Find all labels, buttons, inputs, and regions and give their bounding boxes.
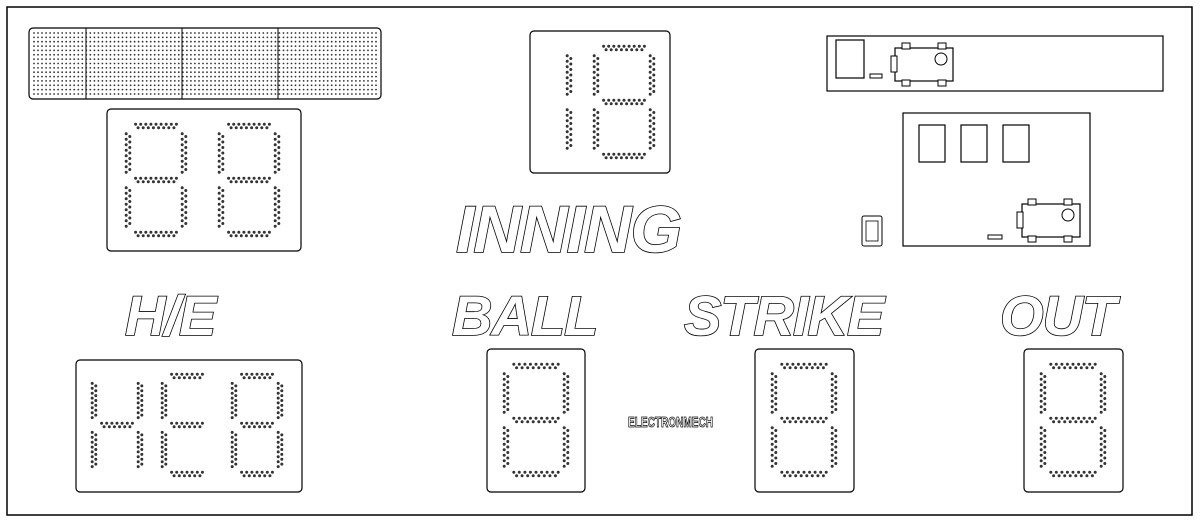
control-panel-top	[826, 35, 1164, 92]
indicator-lamp-3	[1002, 124, 1030, 163]
out-digit	[1039, 362, 1107, 478]
he-digit-h	[90, 381, 144, 469]
he-label: H/E	[125, 284, 218, 347]
score-digit-units	[217, 122, 281, 238]
he-display	[75, 359, 303, 493]
inning-label: INNING	[456, 192, 681, 266]
brand-logo: ELECTRONMECH	[628, 414, 713, 431]
strike-digit	[770, 362, 838, 478]
indicator-lamp-1	[918, 124, 946, 163]
strike-label: STRIKE	[684, 284, 886, 347]
out-display	[1023, 348, 1124, 493]
horn-module-icon	[890, 42, 954, 87]
control-panel-middle	[902, 112, 1091, 247]
connector-slot-icon	[869, 73, 883, 79]
ball-digit	[502, 362, 570, 478]
he-digit-value	[230, 372, 284, 478]
inning-digit-units	[592, 44, 656, 160]
ball-display	[486, 348, 586, 493]
team-name-matrix-display	[28, 27, 382, 100]
ball-label: BALL	[452, 284, 597, 347]
score-digit-tens	[124, 122, 188, 238]
strike-display	[754, 348, 855, 493]
team-score-display	[106, 108, 302, 252]
scoreboard-frame	[6, 6, 1193, 516]
connector-slot-icon	[987, 234, 1003, 240]
indicator-lamp-2	[960, 124, 988, 163]
inning-digit-tens	[565, 54, 573, 150]
inning-display	[529, 30, 671, 174]
horn-module-icon	[1016, 198, 1081, 243]
he-digit-e	[160, 372, 204, 478]
matrix-dot-grid	[33, 32, 377, 95]
switch-icon	[861, 215, 883, 247]
out-label: OUT	[1000, 284, 1121, 347]
indicator-lamp-box	[835, 39, 865, 79]
